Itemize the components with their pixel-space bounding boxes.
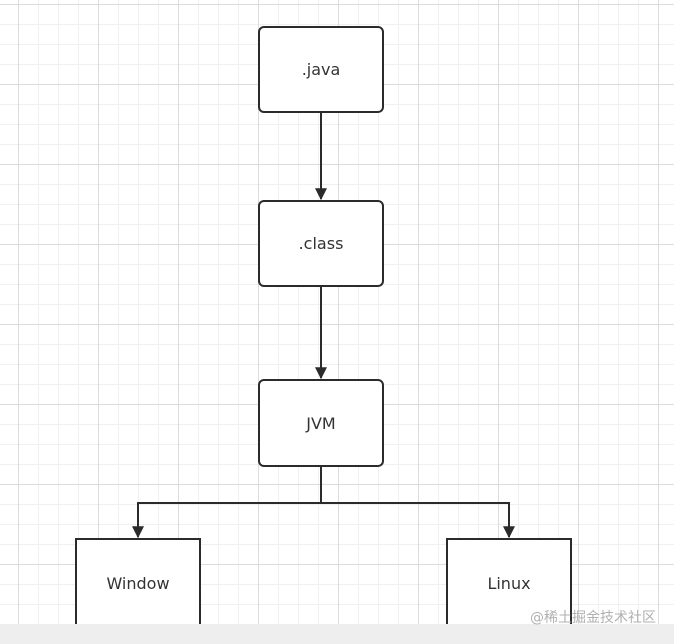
- arrow-jvm-to-window: [132, 467, 322, 539]
- jvm-node-label: JVM: [306, 413, 336, 433]
- java-node-label: .java: [301, 60, 341, 79]
- linux-node-label: Linux: [487, 573, 531, 593]
- class-node-label: .class: [298, 234, 344, 253]
- class-node: .class: [258, 200, 384, 287]
- watermark: @稀土掘金技术社区: [530, 610, 656, 626]
- window-node-label: Window: [106, 573, 170, 593]
- bottom-strip: [0, 624, 674, 644]
- window-node: Window: [75, 538, 201, 628]
- java-node: .java: [258, 26, 384, 113]
- jvm-node: JVM: [258, 379, 384, 467]
- linux-node: Linux: [446, 538, 572, 628]
- arrow-jvm-to-linux: [321, 502, 515, 539]
